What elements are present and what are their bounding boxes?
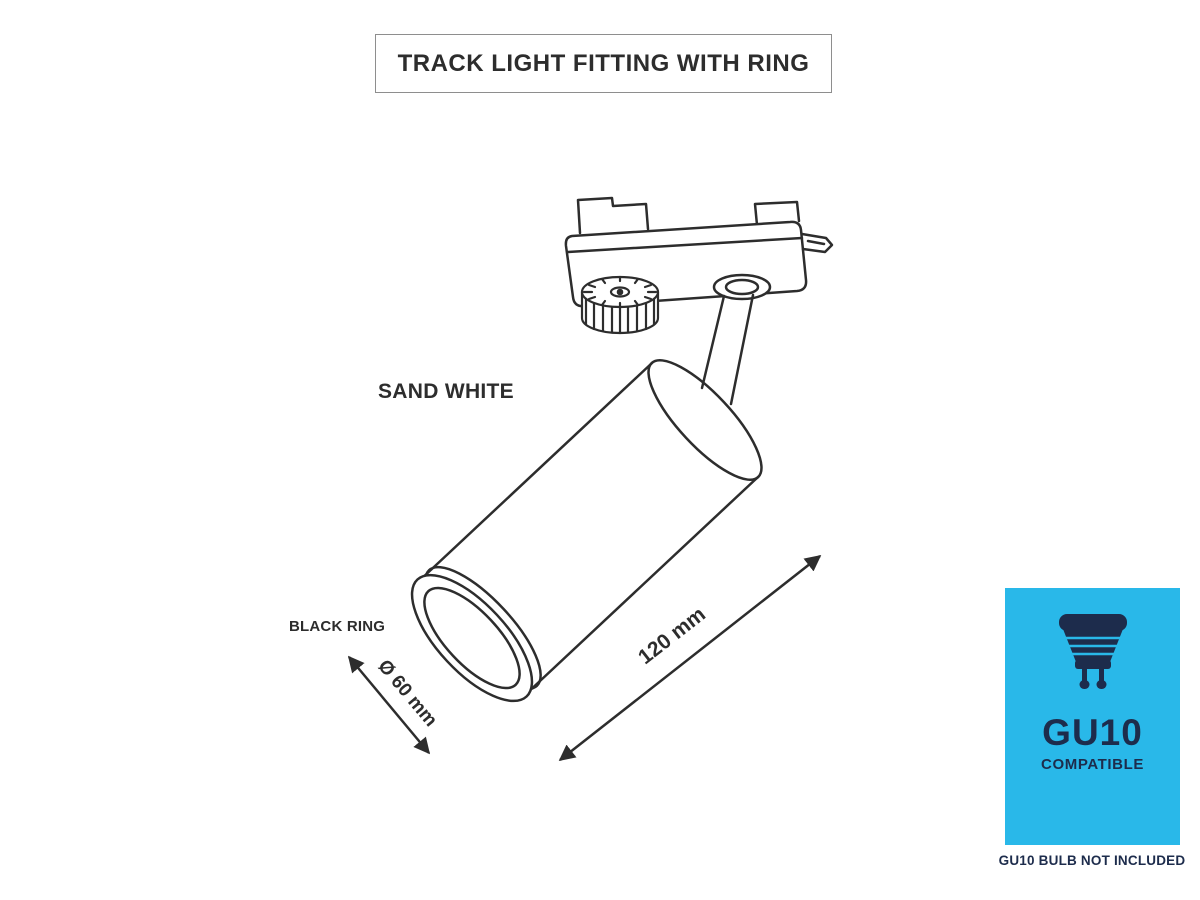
track-adapter bbox=[564, 196, 834, 308]
adjustment-knob bbox=[580, 275, 660, 335]
diameter-dimension: Ø 60 mm bbox=[347, 655, 441, 755]
gu10-socket-label: GU10 bbox=[1042, 712, 1143, 753]
stem bbox=[700, 293, 755, 406]
length-dimension-label: 120 mm bbox=[634, 603, 710, 669]
gu10-compatible-label: COMPATIBLE bbox=[1041, 756, 1144, 773]
gu10-badge: GU10 COMPATIBLE bbox=[1005, 588, 1180, 845]
title-box: TRACK LIGHT FITTING WITH RING bbox=[375, 34, 832, 93]
finish-label: SAND WHITE bbox=[378, 380, 514, 403]
gu10-bulb-icon bbox=[1058, 614, 1127, 689]
gu10-note: GU10 BULB NOT INCLUDED bbox=[998, 853, 1186, 868]
black-ring-label: BLACK RING bbox=[289, 618, 386, 635]
page-title: TRACK LIGHT FITTING WITH RING bbox=[397, 49, 810, 77]
diameter-dimension-label: Ø 60 mm bbox=[373, 656, 441, 731]
